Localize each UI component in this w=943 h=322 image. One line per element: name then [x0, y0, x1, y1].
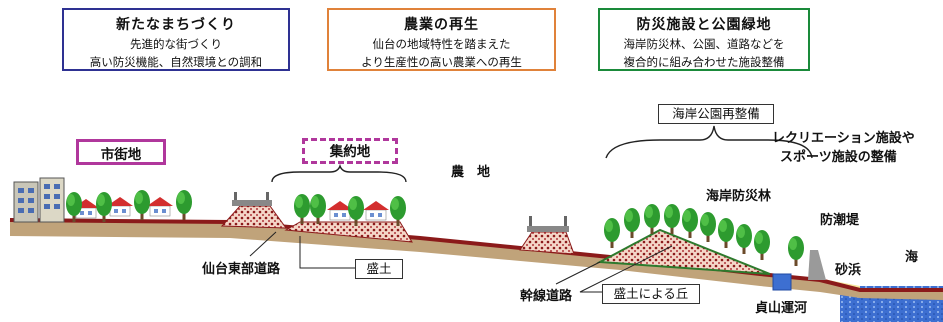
label-recreation-line1: レクリエーション施設や	[772, 131, 915, 146]
panel-line: 高い防災機能、自然環境との調和	[89, 55, 263, 69]
panel-title: 防災施設と公園緑地	[636, 17, 772, 33]
panel-line: 仙台の地域特性を踏まえた	[372, 37, 511, 51]
label-seawall: 防潮堤	[820, 213, 860, 228]
embankment-main-road	[519, 231, 575, 255]
label-farmland: 農 地	[451, 165, 491, 180]
panel-disaster-prevention: 防災施設と公園緑地 海岸防災林、公園、道路などを 複合的に組み合わせた施設整備	[598, 8, 810, 71]
label-sendai-east-road: 仙台東部道路	[202, 262, 281, 277]
panel-title: 新たなまちづくり	[116, 17, 236, 33]
canal	[772, 273, 792, 291]
panel-line: 先進的な街づくり	[130, 37, 222, 51]
label-beach: 砂浜	[835, 263, 862, 278]
label-canal: 貞山運河	[755, 301, 808, 316]
panel-new-town: 新たなまちづくり 先進的な街づくり 高い防災機能、自然環境との調和	[62, 8, 290, 71]
panel-line: より生産性の高い農業への再生	[361, 55, 522, 69]
panel-line: 海岸防災林、公園、道路などを	[623, 37, 785, 51]
city-buildings	[13, 177, 65, 223]
embankment-hill	[596, 228, 771, 275]
label-city-area: 市街地	[76, 139, 166, 165]
embankment-cluster	[284, 221, 413, 243]
label-coastal-forest: 海岸防災林	[706, 189, 772, 204]
label-embankment: 盛土	[355, 259, 403, 279]
label-embankment-hill: 盛土による丘	[602, 284, 700, 304]
seawall	[808, 250, 826, 280]
embankment-road	[220, 205, 288, 229]
label-sea: 海	[905, 250, 919, 265]
panel-agriculture: 農業の再生 仙台の地域特性を踏まえた より生産性の高い農業への再生	[327, 8, 556, 71]
label-main-road: 幹線道路	[520, 289, 573, 304]
label-cluster-area: 集約地	[302, 138, 398, 164]
ground-soil	[10, 220, 943, 300]
panel-line: 複合的に組み合わせた施設整備	[623, 55, 785, 69]
label-recreation-line2: スポーツ施設の整備	[780, 150, 897, 165]
panel-title: 農業の再生	[404, 17, 479, 33]
label-coastal-park: 海岸公園再整備	[658, 104, 774, 124]
